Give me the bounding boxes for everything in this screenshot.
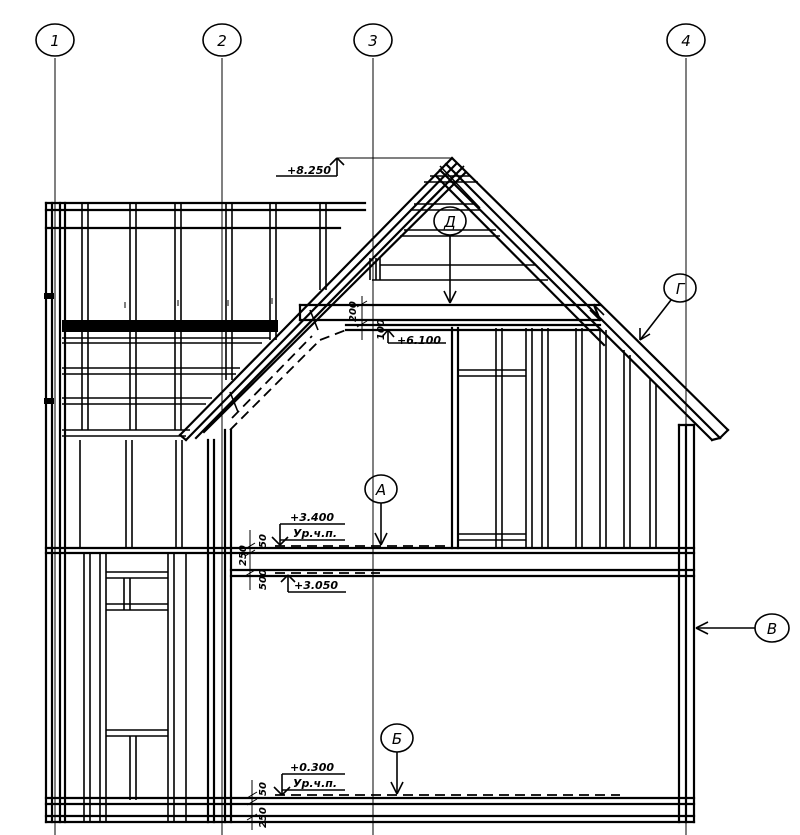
roof-dim-200: 200 <box>348 301 359 322</box>
axis-marker-2: 2 <box>202 23 242 57</box>
axis-marker-3: 3 <box>353 23 393 57</box>
axis-marker-4: 4 <box>666 23 706 57</box>
axis-marker-1: 1 <box>35 23 75 57</box>
level-first-floor-text: +0.300 <box>290 761 334 774</box>
axis-label-4: 4 <box>681 32 691 50</box>
level-second-floor-text: +3.400 <box>290 511 334 524</box>
left-block-frame <box>44 201 696 824</box>
axis-label-2: 2 <box>217 32 227 50</box>
callout-g-label: Г <box>676 280 686 298</box>
upper-dim-250: 250 <box>238 545 249 566</box>
callout-g: Г <box>639 273 697 341</box>
axis-lines <box>54 58 687 835</box>
upper-dim-500: 500 <box>258 569 269 590</box>
lower-dimension-chain: 50 250 <box>246 780 269 830</box>
level-second-floor: +3.400 Ур.ч.п. <box>271 511 345 546</box>
callout-a: А <box>364 474 398 546</box>
level-ceiling-text: +6.100 <box>397 334 441 347</box>
level-ridge-text: +8.250 <box>287 164 331 177</box>
callout-b: Б <box>380 723 414 795</box>
level-second-floor-note: Ур.ч.п. <box>293 527 337 540</box>
callout-d-label: Д <box>443 213 456 231</box>
callout-a-label: А <box>375 481 386 499</box>
level-floor-beam-text: +3.050 <box>294 579 338 592</box>
upper-dimension-chain: 50 250 500 <box>238 530 269 590</box>
callout-v-label: В <box>767 620 777 638</box>
callout-b-label: Б <box>392 730 402 748</box>
roof-dim-100: 100 <box>376 319 387 340</box>
level-floor-beam: +3.050 <box>280 574 346 593</box>
level-first-floor-note: Ур.ч.п. <box>293 777 337 790</box>
roof <box>178 156 730 442</box>
level-first-floor: +0.300 Ур.ч.п. <box>273 761 345 796</box>
axis-label-3: 3 <box>368 32 378 50</box>
callout-v: В <box>695 613 790 643</box>
right-block-frame <box>229 203 696 824</box>
lower-dim-50: 50 <box>258 782 269 796</box>
level-ridge: +8.250 <box>276 157 452 177</box>
level-ceiling: +6.100 <box>381 329 446 347</box>
roof-dimension: 200 100 <box>348 296 387 340</box>
upper-dim-50: 50 <box>258 534 269 548</box>
axis-label-1: 1 <box>50 32 60 50</box>
callout-d: Д <box>433 206 467 304</box>
lower-dim-250: 250 <box>258 807 269 828</box>
